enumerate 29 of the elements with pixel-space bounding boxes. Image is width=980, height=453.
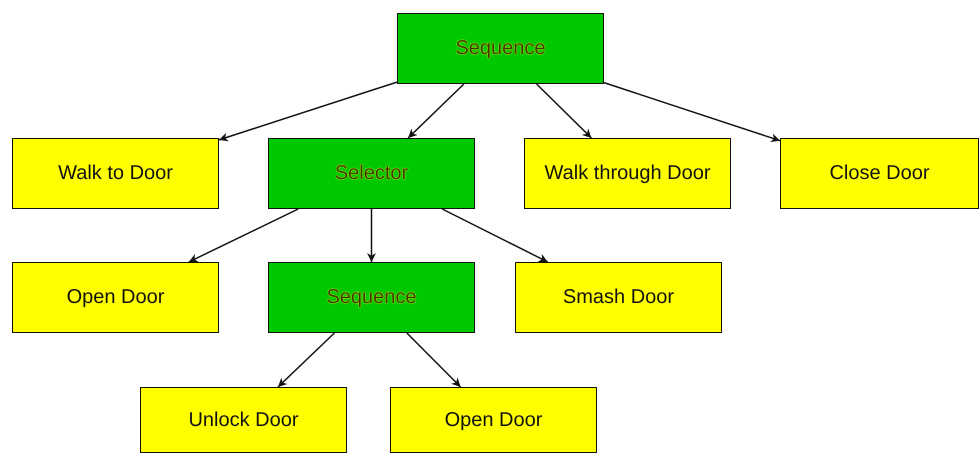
arrow bbox=[218, 81, 398, 142]
tree-node-box bbox=[140, 387, 347, 453]
tree-node-box bbox=[12, 262, 219, 333]
node-label: Sequence bbox=[455, 37, 546, 60]
tree-node-box bbox=[268, 138, 475, 209]
node-label: Smash Door bbox=[562, 286, 674, 309]
node-label: Walk to Door bbox=[58, 162, 173, 185]
arrow bbox=[604, 82, 780, 142]
node-label: Close Door bbox=[829, 162, 930, 185]
arrow bbox=[406, 332, 462, 388]
tree-node-box bbox=[780, 138, 979, 209]
tree-node-box bbox=[515, 262, 722, 333]
arrow bbox=[408, 83, 464, 139]
arrow bbox=[367, 209, 376, 262]
node-label: Open Door bbox=[444, 408, 542, 432]
tree-node-box bbox=[390, 387, 597, 453]
tree-node-box bbox=[268, 262, 475, 333]
node-label: Open Door bbox=[66, 286, 164, 309]
arrow bbox=[442, 208, 548, 263]
tree-node-box bbox=[397, 13, 604, 84]
tree-node-box bbox=[12, 138, 219, 209]
tree-node-box bbox=[524, 138, 731, 209]
node-label: Walk through Door bbox=[544, 162, 710, 185]
arrow bbox=[536, 83, 592, 139]
arrow bbox=[188, 208, 299, 263]
node-label: Selector bbox=[334, 162, 408, 185]
node-label: Unlock Door bbox=[188, 408, 299, 432]
node-label: Sequence bbox=[326, 286, 417, 309]
arrow bbox=[277, 332, 335, 388]
